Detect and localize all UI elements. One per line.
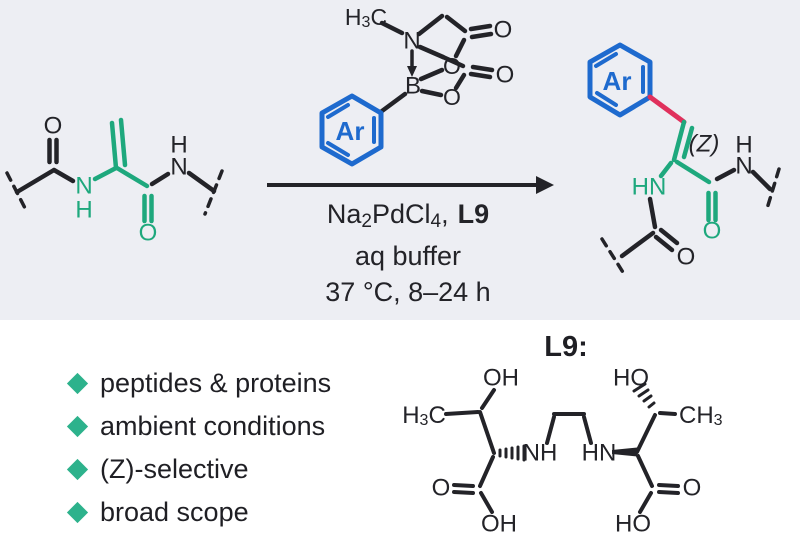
ligand-oh-top-left-label: OH (483, 365, 519, 392)
mida-methyl-h: H (345, 4, 362, 30)
conditions-catalyst-sub1: 2 (361, 211, 372, 232)
ligand-title: L9: (544, 331, 588, 363)
conditions-line1: Na2PdCl4, L9 (327, 199, 489, 232)
aryl-label-product: Ar (603, 66, 632, 96)
mida-ring-oxygen-upper-label: O (443, 53, 461, 79)
mida-ring-oxygen-lower-label: O (443, 84, 461, 110)
mida-methyl-c: C (370, 4, 387, 30)
ligand-methyl-left-label: H3C (402, 402, 446, 429)
reaction-arrow-and-conditions: Na2PdCl4, L9 aq buffer 37 °C, 8–24 h (267, 176, 554, 307)
diamond-bullet-icon (66, 501, 89, 524)
summary-panel: peptides & proteins ambient conditions (… (0, 320, 800, 550)
boron-label: B (405, 73, 421, 100)
product-amide-nh-label: HN (632, 174, 667, 201)
feature-label: broad scope (100, 497, 249, 527)
conditions-catalyst: Na (327, 199, 362, 229)
aryl-label-reagent: Ar (336, 116, 365, 146)
ligand-methyl-right-label: CH3 (679, 402, 723, 429)
diamond-bullet-icon (66, 372, 89, 395)
feature-label: ambient conditions (100, 411, 326, 441)
feature-item-ambient: ambient conditions (66, 405, 331, 448)
ligand-methyl-left-c: C (428, 402, 445, 429)
mida-methyl-sub: 3 (362, 14, 371, 31)
mida-carbonyl-oxygen-upper-label: O (494, 17, 513, 44)
scheme-panel: O N H O H N (0, 0, 800, 320)
ligand-o-left-label: O (432, 475, 451, 502)
conditions-comma: , (441, 199, 449, 229)
product-bonds-green (658, 119, 718, 223)
new-aryl-bond (647, 94, 687, 125)
reactant-right-nitrogen-label: N (170, 154, 187, 181)
feature-label: (Z)-selective (100, 454, 249, 484)
z-configuration-label: (Z) (689, 131, 720, 158)
diamond-bullet-icon (66, 458, 89, 481)
ligand-ho-bottom-right-label: HO (615, 511, 651, 538)
reactant-amide-hydrogen-label: H (75, 197, 92, 224)
reactant-amide-nitrogen-label: N (75, 173, 92, 200)
feature-item-broad-scope: broad scope (66, 491, 331, 534)
bold-wedge-bond (612, 447, 637, 457)
conditions-line3: 37 °C, 8–24 h (325, 277, 490, 307)
reaction-scheme-drawing: O N H O H N (5, 4, 781, 307)
mida-methyl-label: H3C (345, 4, 387, 31)
mida-carbonyl-oxygen-lower-label: O (496, 62, 515, 89)
ligand-title-text: L9 (544, 331, 578, 363)
ligand-hn-label: HN (582, 440, 617, 467)
ligand-methyl-right-ch: CH (679, 402, 714, 429)
ligand-methyl-left-h: H (402, 402, 419, 429)
mida-boronate-structure: H3C N B O O O O (345, 4, 515, 114)
conditions-ligand: L9 (458, 199, 490, 229)
conditions-catalyst-sub2: 4 (431, 211, 442, 232)
product-right-hydrogen-label: H (735, 132, 752, 159)
ligand-o-right-label: O (683, 475, 702, 502)
ligand-bonds (444, 382, 680, 514)
product-acyl-oxygen-label: O (677, 244, 696, 271)
mida-bonds (379, 13, 495, 114)
feature-label: peptides & proteins (100, 368, 332, 398)
product-bonds-black (600, 167, 781, 279)
ligand-methyl-left-sub: 3 (420, 412, 429, 429)
reactant-structure: O N H O H N (5, 113, 224, 247)
feature-list: peptides & proteins ambient conditions (… (66, 362, 332, 534)
feature-item-peptides: peptides & proteins (66, 362, 332, 405)
ligand-oh-bottom-left-label: OH (481, 511, 517, 538)
aryl-ring-product: Ar (587, 42, 653, 118)
conditions-line2: aq buffer (355, 241, 461, 271)
product-structure: (Z) HN O H N O (600, 94, 781, 279)
product-carbonyl-oxygen-label: O (703, 218, 722, 245)
dative-bond-arrowhead (407, 66, 417, 77)
feature-item-z-selective: (Z)-selective (66, 448, 331, 491)
ligand-methyl-right-sub: 3 (714, 412, 723, 429)
reactant-carbonyl-oxygen-label: O (139, 220, 158, 247)
product-right-nitrogen-label: N (735, 153, 752, 180)
ligand-structure-drawing: L9: (402, 331, 723, 538)
reactant-acyl-oxygen-label: O (44, 113, 63, 140)
reactant-bonds-green (92, 117, 154, 224)
conditions-catalyst-mid: PdCl (372, 199, 431, 229)
ligand-nh-label: NH (523, 440, 558, 467)
reactant-right-hydrogen-label: H (170, 132, 187, 159)
mida-nitrogen-label: N (403, 28, 420, 55)
diamond-bullet-icon (66, 415, 89, 438)
aryl-ring-reagent: Ar (319, 93, 384, 167)
reactant-bonds-black (5, 137, 224, 216)
ligand-ho-top-right-label: HO (613, 365, 649, 392)
reaction-arrowhead (536, 176, 554, 194)
ligand-title-colon: : (578, 331, 588, 363)
